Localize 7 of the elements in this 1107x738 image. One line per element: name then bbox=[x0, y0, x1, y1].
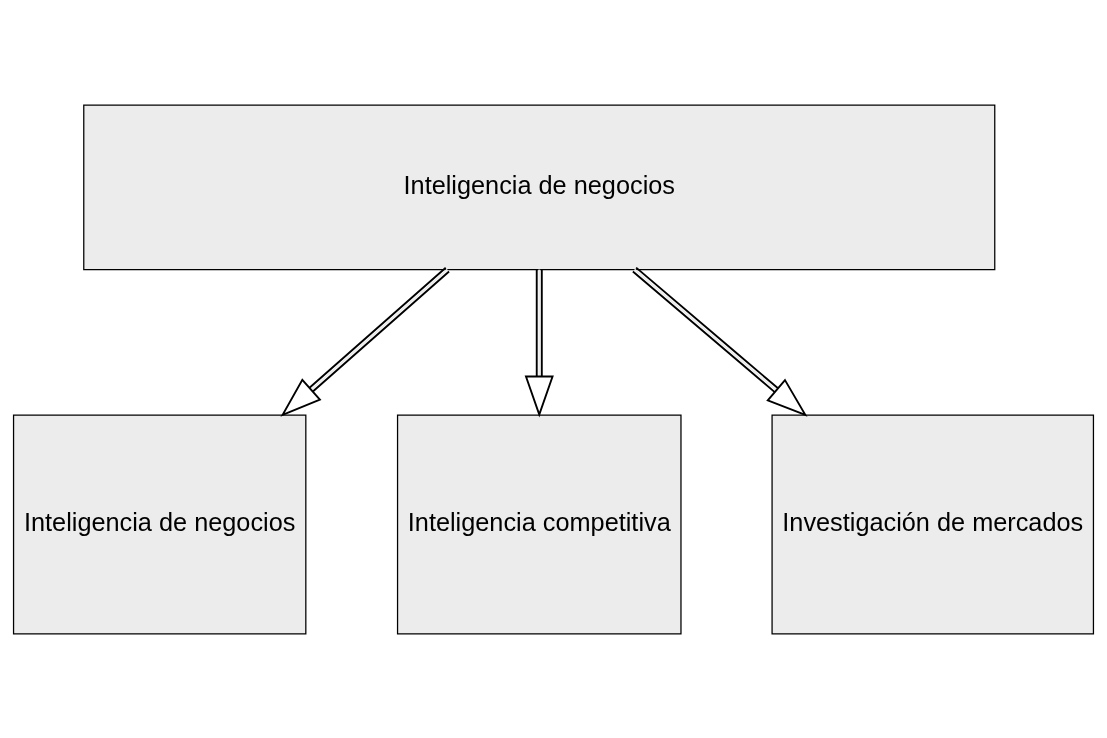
node-box: Inteligencia competitiva bbox=[396, 413, 682, 635]
arrow bbox=[524, 268, 554, 417]
arrow bbox=[631, 266, 808, 417]
node-box: Inteligencia de negocios bbox=[12, 413, 307, 635]
arrow bbox=[280, 266, 450, 417]
node-box: Investigación de mercados bbox=[771, 413, 1095, 635]
node-box: Inteligencia de negocios bbox=[83, 103, 996, 270]
